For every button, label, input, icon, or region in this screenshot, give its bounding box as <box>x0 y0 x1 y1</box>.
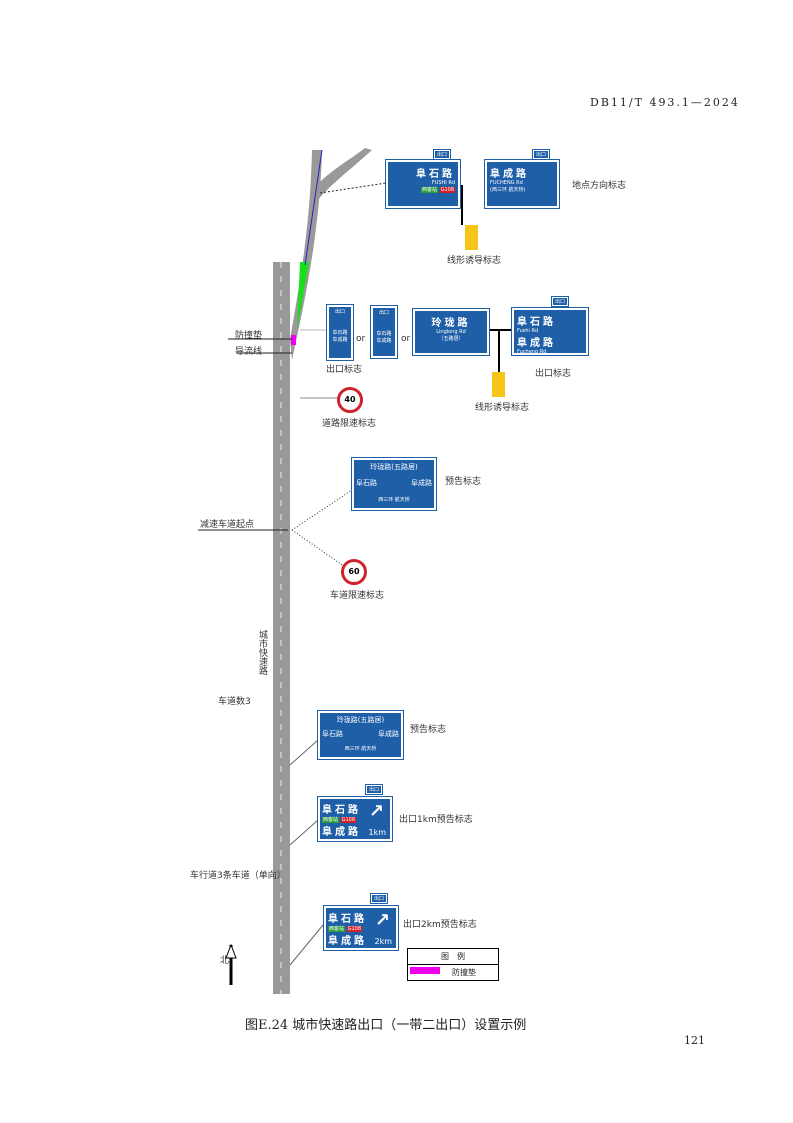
label-chevron: 线形诱导标志 <box>447 256 502 266</box>
direction-sign-fucheng: 阜成路 FUCHENG Rd (西三环 航天桥) <box>484 159 560 209</box>
label-north: 北 <box>218 955 228 964</box>
crash-cushion-swatch <box>410 967 440 974</box>
legend: 图 例 防撞垫 <box>407 948 499 981</box>
small-exit-sign-2: 出口 阜石路阜成路 <box>370 305 398 359</box>
exit-tag: 出口 <box>369 893 389 904</box>
or-label: or <box>356 334 366 344</box>
label-exit-2km: 出口2km预告标志 <box>403 920 477 930</box>
exit-tag: 出口 <box>550 296 570 307</box>
chevron-sign-1 <box>465 225 478 250</box>
label-road-name: 城市快速路 <box>257 630 267 675</box>
label-chevron: 线形诱导标志 <box>475 403 530 413</box>
advance-sign-2: 玲珑路(五路居) 阜石路阜成路 西三环 航天桥 <box>317 710 404 760</box>
gore-area <box>297 262 309 330</box>
label-exit-sign: 出口标志 <box>326 365 363 375</box>
exit-sign-linglong: 玲珑路 Linglong Rd （五路居） <box>412 308 490 356</box>
speed-limit-60-sign: 60 <box>341 559 367 585</box>
label-exit-1km: 出口1km预告标志 <box>399 815 473 825</box>
exit-1km-sign: 阜石路 西客站 G108 阜成路 ↗ 1km <box>317 796 393 842</box>
figure-caption: 图E.24 城市快速路出口（一带二出口）设置示例 <box>245 1018 527 1033</box>
label-guide-line: 导流线 <box>235 347 263 357</box>
exit-tag: 出口 <box>364 784 384 795</box>
crash-cushion <box>291 335 296 345</box>
direction-sign-fushi: 阜石路 FUSHI Rd 西客站 G108 <box>385 159 461 209</box>
advance-sign: 玲珑路(五路居) 阜石路阜成路 西三环 航天桥 <box>351 457 437 511</box>
chevron-sign-2 <box>492 372 505 397</box>
arrow-up-right-icon: ↗ <box>374 910 390 931</box>
label-lanes: 车道数3 <box>218 697 251 707</box>
arrow-up-right-icon: ↗ <box>368 801 384 822</box>
or-label: or <box>401 334 411 344</box>
speed-limit-40-sign: 40 <box>337 387 363 413</box>
label-advance-sign: 预告标志 <box>445 477 482 487</box>
page-number: 121 <box>684 1034 705 1047</box>
exit-tag: 出口 <box>432 149 452 160</box>
label-exit-sign: 出口标志 <box>535 369 572 379</box>
label-crash-cushion: 防撞垫 <box>235 331 263 341</box>
exit-2km-sign: 阜石路 西客站 G108 阜成路 ↗ 2km <box>323 905 399 951</box>
label-lane-speed: 车道限速标志 <box>330 591 385 601</box>
label-decel-start: 减速车道起点 <box>200 520 255 530</box>
label-carriageway: 车行道3条车道（单向） <box>190 871 286 881</box>
label-advance-sign: 预告标志 <box>410 725 447 735</box>
small-exit-sign-1: 出口 阜石路阜成路 <box>326 304 354 361</box>
mainline-road <box>273 262 290 994</box>
exit-tag: 出口 <box>531 149 551 160</box>
label-direction-sign: 地点方向标志 <box>572 181 627 191</box>
label-speed-limit: 道路限速标志 <box>322 419 377 429</box>
doc-header: DB11/T 493.1—2024 <box>590 96 740 109</box>
